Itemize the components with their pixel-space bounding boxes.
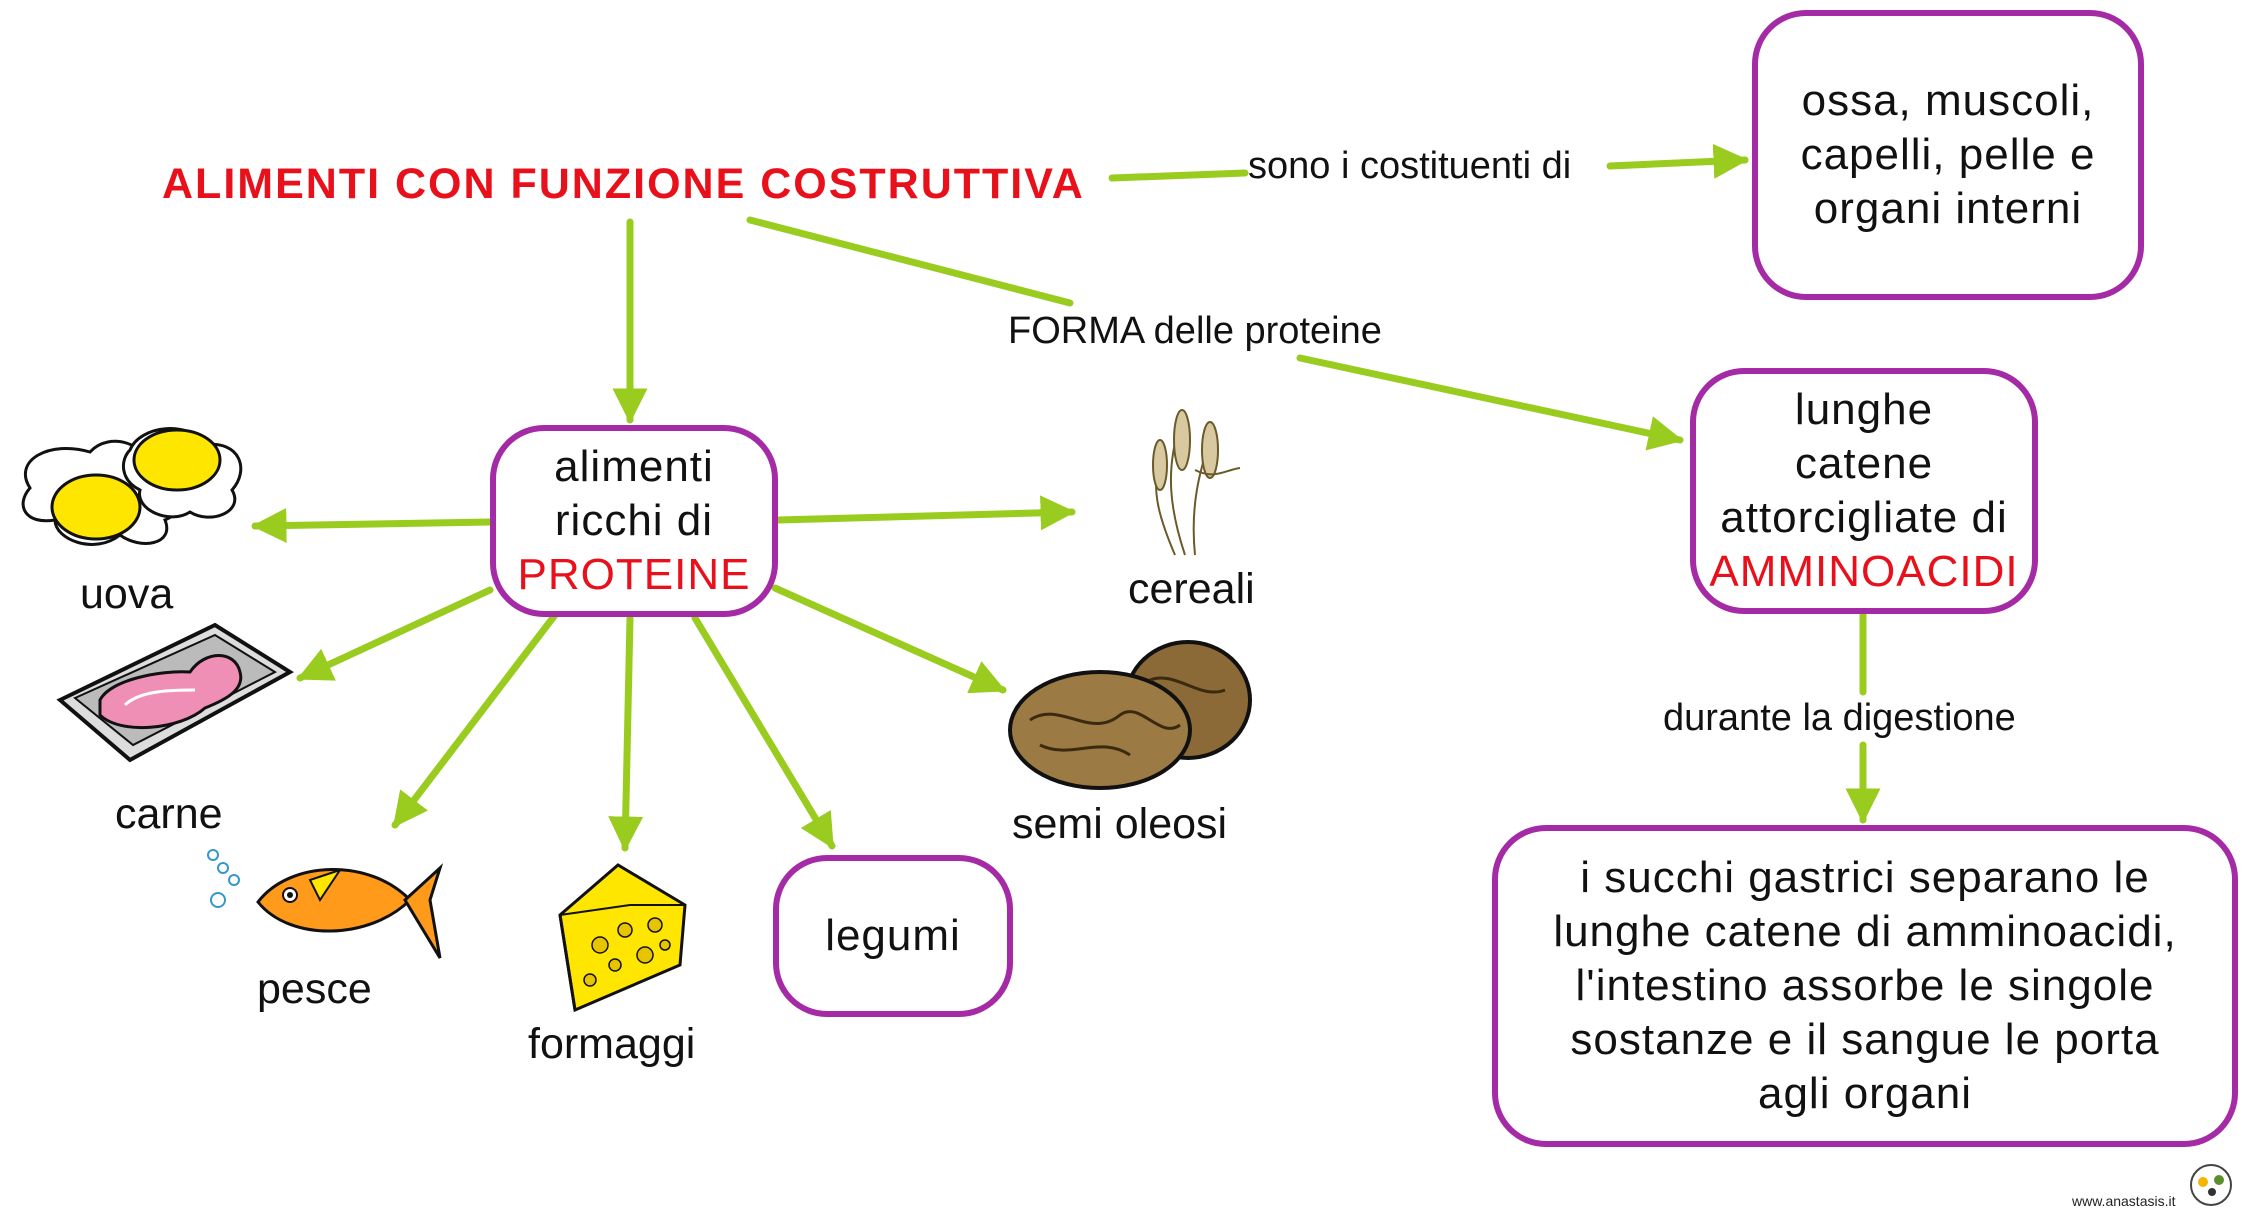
node-alimenti-proteine: alimenti ricchi di PROTEINE bbox=[490, 425, 778, 617]
node-legumi-label: legumi bbox=[825, 911, 961, 960]
link-label-costituenti: sono i costituenti di bbox=[1248, 145, 1572, 187]
node-catene-highlight: AMMINOACIDI bbox=[1709, 547, 2019, 596]
arrow-title-to-forma bbox=[746, 216, 1074, 307]
node-succhi-line-4: sostanze e il sangue le porta bbox=[1570, 1015, 2160, 1064]
supermappe-logo bbox=[2190, 1164, 2232, 1206]
arrow-to-cereali bbox=[774, 495, 1076, 531]
arrow-forma-to-catene bbox=[1296, 354, 1684, 451]
food-label-pesce: pesce bbox=[257, 965, 372, 1013]
node-ossa-muscoli: ossa, muscoli, capelli, pelle e organi i… bbox=[1752, 10, 2144, 300]
cheese-illustration bbox=[558, 863, 687, 1013]
link-label-forma: FORMA delle proteine bbox=[1008, 310, 1382, 352]
link-label-digestione: durante la digestione bbox=[1663, 697, 2016, 739]
node-catene-line-2: catene bbox=[1794, 439, 1934, 488]
node-succhi-line-1: i succhi gastrici separano le bbox=[1580, 853, 2150, 902]
node-succhi-line-5: agli organi bbox=[1757, 1069, 1973, 1118]
node-succhi-gastrici: i succhi gastrici separano le lunghe cat… bbox=[1492, 825, 2238, 1147]
main-title: ALIMENTI CON FUNZIONE COSTRUTTIVA bbox=[162, 160, 1085, 208]
node-catene-line-3: attorcigliate di bbox=[1720, 493, 2008, 542]
food-label-uova: uova bbox=[80, 570, 174, 618]
arrow-to-pesce bbox=[391, 611, 559, 829]
arrow-to-legumi bbox=[691, 614, 836, 850]
node-ossa-line-2: capelli, pelle e bbox=[1800, 130, 2096, 179]
node-succhi-line-2: lunghe catene di amminoacidi, bbox=[1553, 907, 2177, 956]
node-alimenti-line-1: alimenti bbox=[554, 442, 714, 491]
node-alimenti-line-2: ricchi di bbox=[554, 496, 714, 545]
arrow-to-semi bbox=[771, 584, 1007, 694]
node-catene-line-1: lunghe bbox=[1794, 385, 1934, 434]
footer-site: www.anastasis.it bbox=[2072, 1193, 2176, 1209]
arrow-to-formaggi bbox=[608, 614, 644, 852]
food-label-carne: carne bbox=[115, 790, 223, 838]
eggs-illustration bbox=[21, 427, 243, 546]
food-label-cereali: cereali bbox=[1128, 565, 1255, 613]
food-label-formaggi: formaggi bbox=[528, 1020, 696, 1068]
node-legumi: legumi bbox=[773, 855, 1013, 1017]
node-alimenti-highlight: PROTEINE bbox=[517, 550, 751, 599]
node-ossa-line-1: ossa, muscoli, bbox=[1801, 76, 2095, 125]
arrow-to-uova bbox=[251, 507, 494, 543]
fish-illustration bbox=[207, 849, 444, 959]
wheat-illustration bbox=[1152, 409, 1241, 556]
node-lunghe-catene: lunghe catene attorcigliate di AMMINOACI… bbox=[1690, 368, 2038, 614]
arrow-title-to-costituenti bbox=[1108, 169, 1249, 182]
food-label-semi-oleosi: semi oleosi bbox=[1012, 800, 1228, 848]
walnuts-illustration bbox=[1008, 640, 1252, 790]
arrow-to-carne bbox=[296, 586, 494, 682]
node-ossa-line-3: organi interni bbox=[1813, 184, 2083, 233]
arrow-costituenti-to-ossa bbox=[1606, 143, 1749, 179]
node-succhi-line-3: l'intestino assorbe le singole bbox=[1575, 961, 2155, 1010]
meat-illustration bbox=[56, 622, 294, 763]
